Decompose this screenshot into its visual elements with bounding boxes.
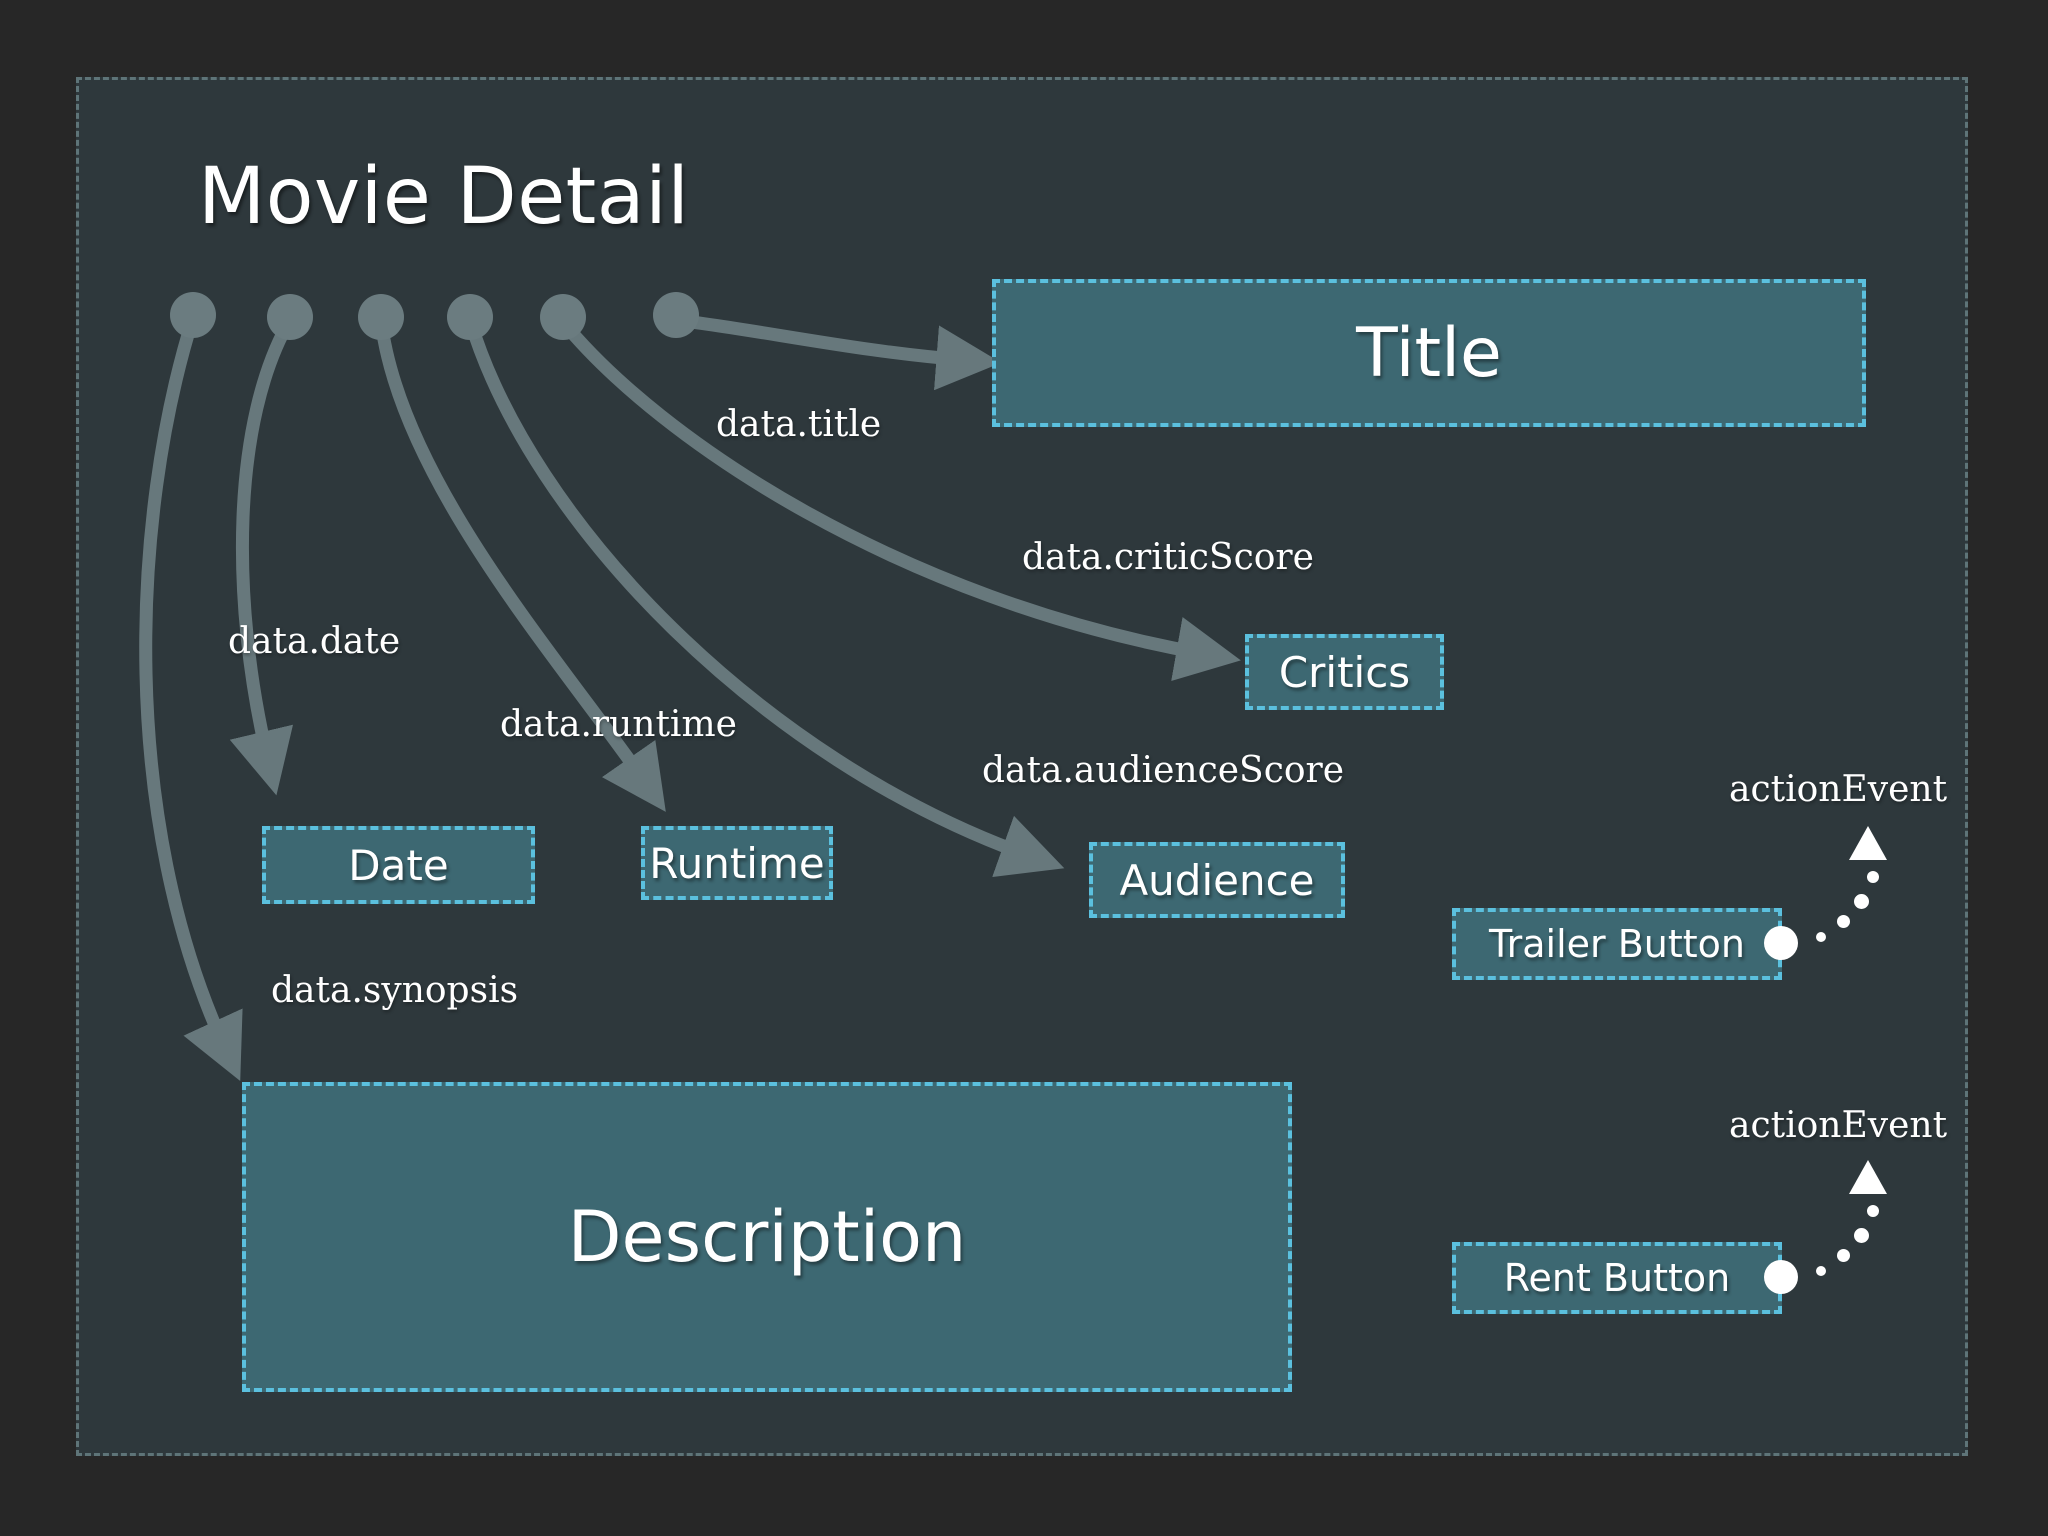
node-date[interactable]: Date: [262, 826, 535, 904]
event-trail-dot-trailer-4: [1867, 871, 1879, 883]
node-title[interactable]: Title: [992, 279, 1866, 427]
node-audience[interactable]: Audience: [1089, 842, 1345, 918]
event-arrow-icon-trailer: [1849, 826, 1887, 860]
node-trailer-button[interactable]: Trailer Button: [1452, 908, 1782, 980]
node-description[interactable]: Description: [242, 1082, 1292, 1392]
binding-label-title: data.title: [716, 404, 882, 445]
page-title: Movie Detail: [198, 152, 690, 242]
event-trail-dot-rent-1: [1816, 1266, 1826, 1276]
event-trail-dot-rent-2: [1836, 1248, 1850, 1262]
event-source-dot-rent: [1764, 1260, 1798, 1294]
event-trail-dot-trailer-2: [1836, 914, 1850, 928]
event-source-dot-trailer: [1764, 926, 1798, 960]
event-trail-dot-trailer-1: [1816, 932, 1826, 942]
binding-label-critic-score: data.criticScore: [1022, 537, 1314, 578]
binding-label-synopsis: data.synopsis: [271, 970, 519, 1011]
event-trail-dot-rent-3: [1853, 1227, 1869, 1243]
event-label-trailer: actionEvent: [1729, 769, 1948, 810]
binding-label-audience-score: data.audienceScore: [982, 750, 1345, 791]
node-rent-button[interactable]: Rent Button: [1452, 1242, 1782, 1314]
event-label-rent: actionEvent: [1729, 1105, 1948, 1146]
event-trail-dot-rent-4: [1867, 1205, 1879, 1217]
binding-label-date: data.date: [228, 621, 401, 662]
event-trail-dot-trailer-3: [1853, 893, 1869, 909]
event-arrow-icon-rent: [1849, 1160, 1887, 1194]
node-critics[interactable]: Critics: [1245, 634, 1444, 710]
node-runtime[interactable]: Runtime: [641, 826, 833, 900]
binding-label-runtime: data.runtime: [500, 704, 737, 745]
